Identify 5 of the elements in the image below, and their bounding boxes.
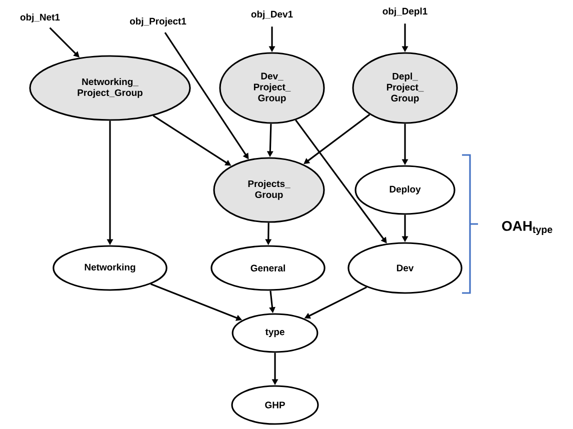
bracket-label: OAH$_{type}$ (502, 221, 552, 235)
object-label: obj_Net1 (20, 14, 60, 22)
object-label: obj_Depl1 (382, 8, 428, 16)
object-label: obj_Project1 (130, 18, 186, 26)
object-label: obj_Dev1 (251, 10, 293, 20)
